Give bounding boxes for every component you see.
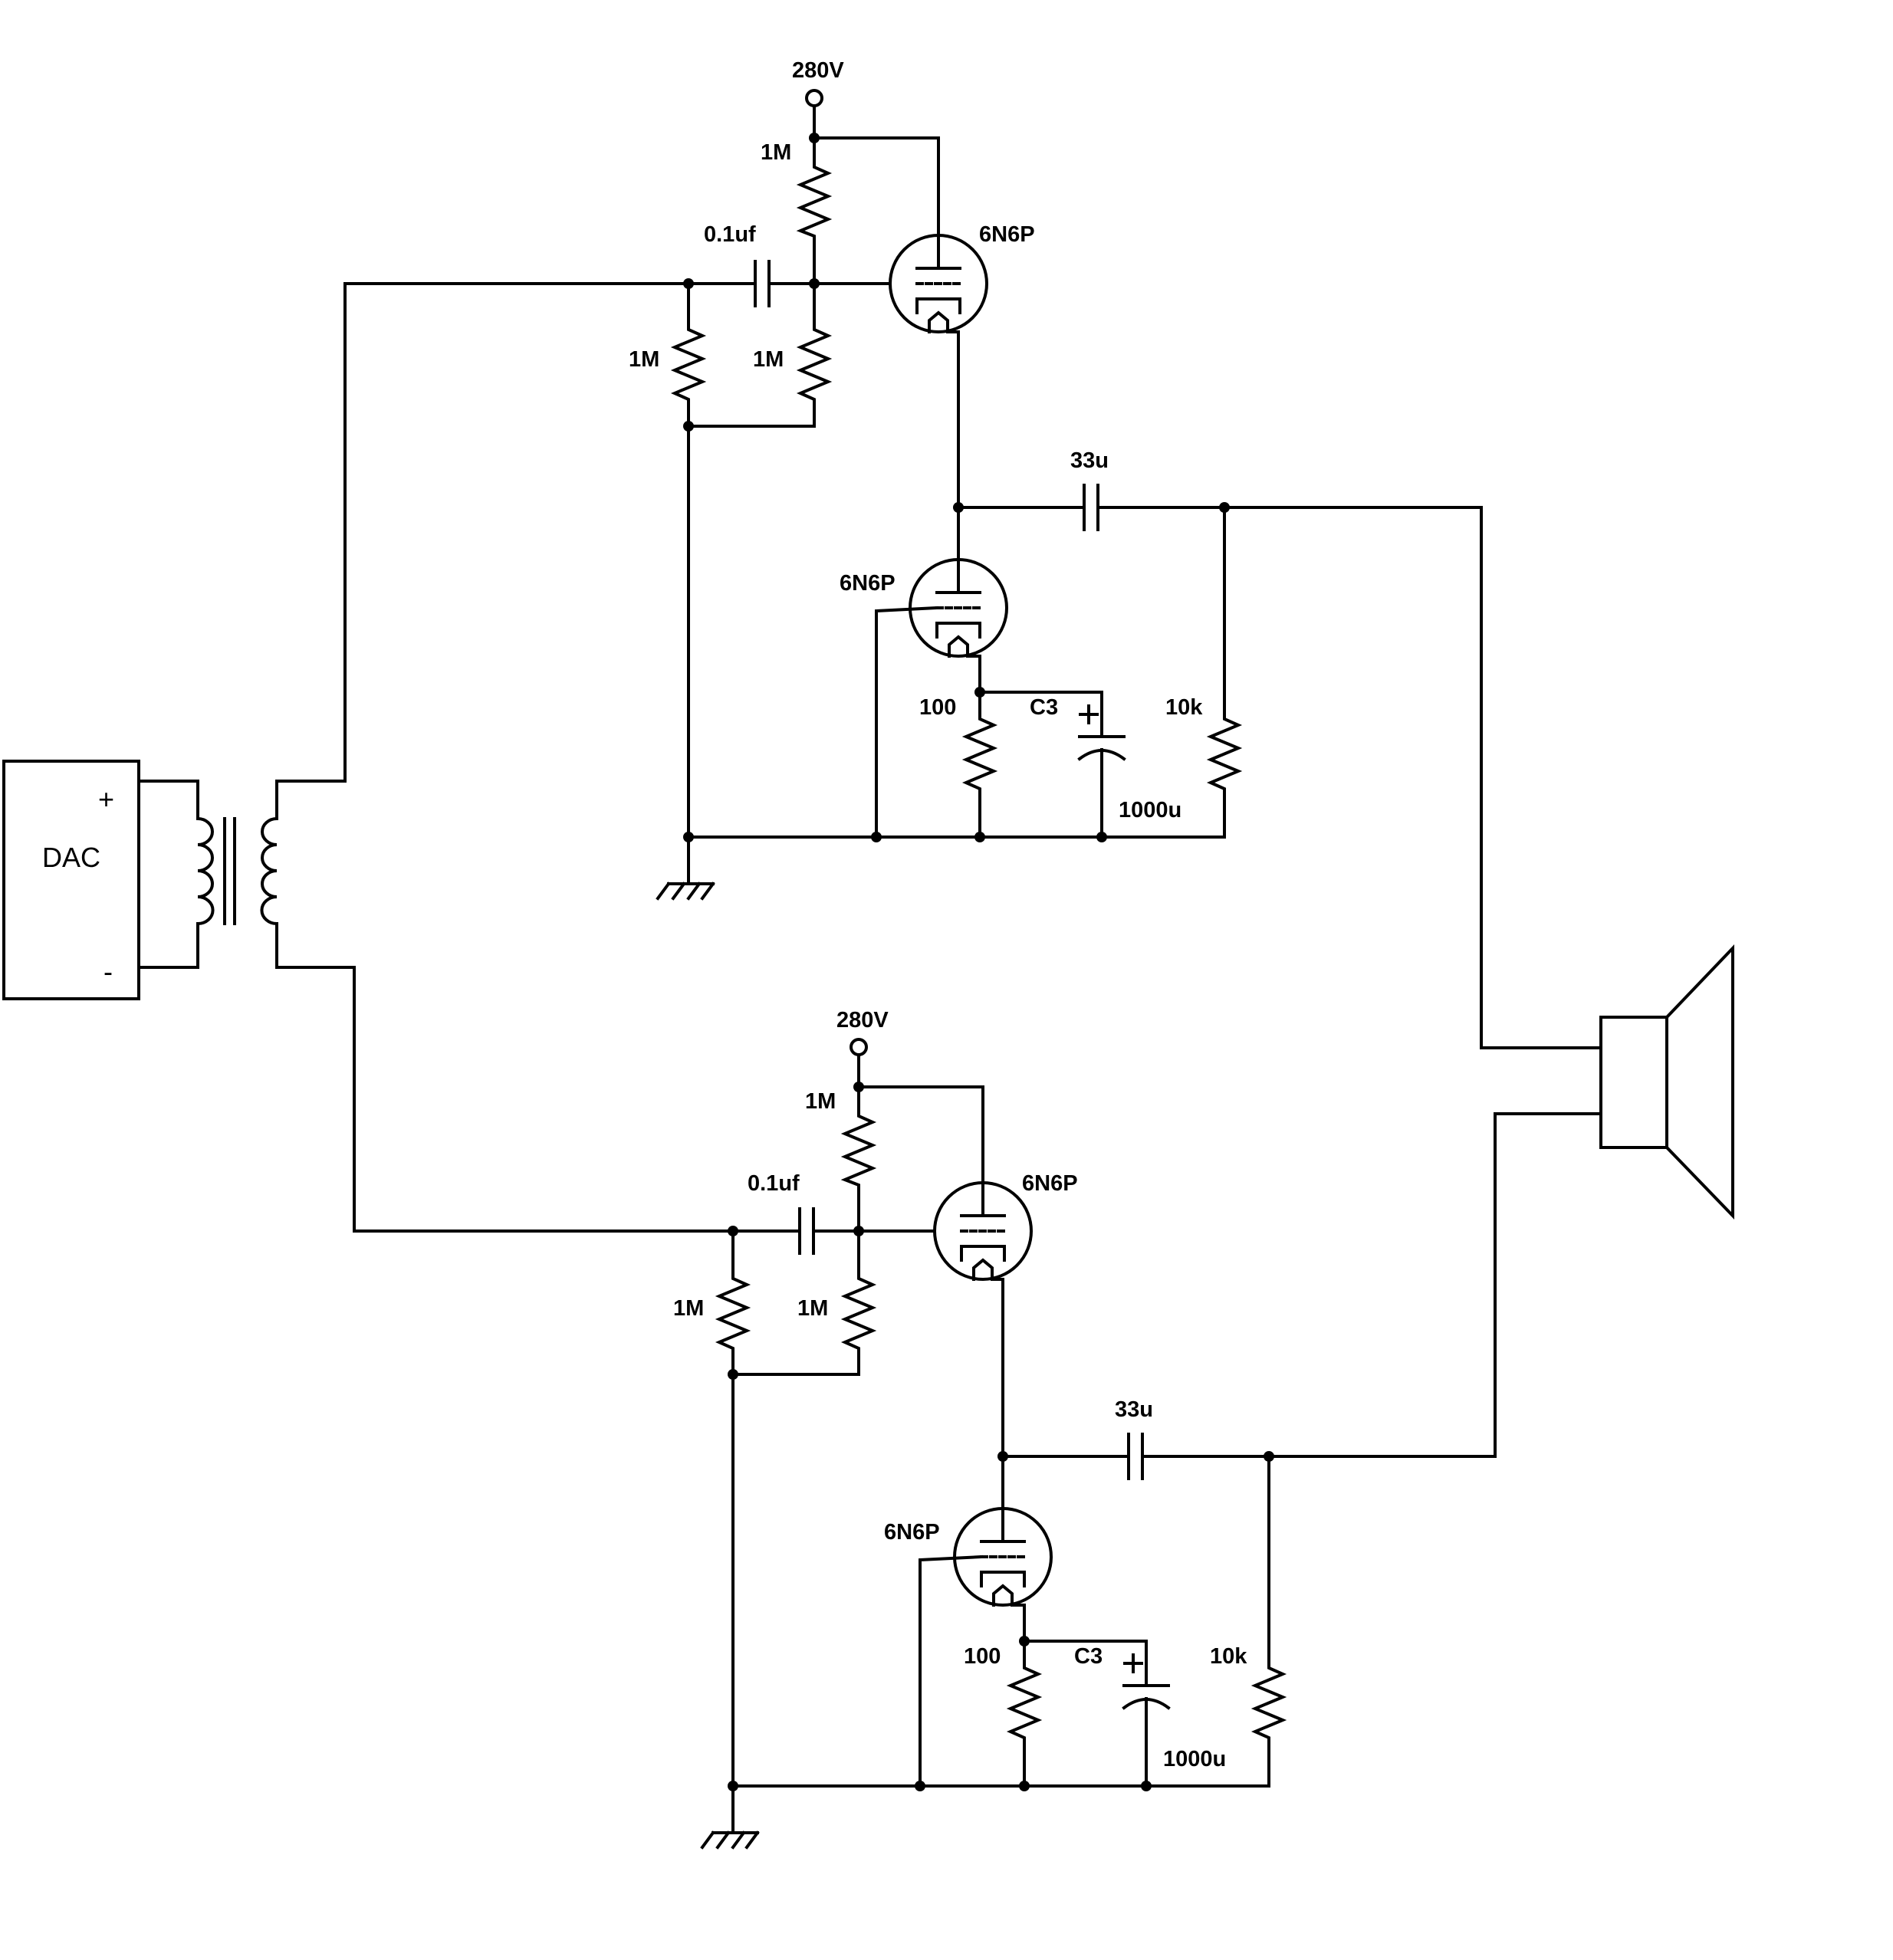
bottom-r-input-label: 1M [673, 1296, 704, 1321]
bottom-c-output-label: 33u [1115, 1397, 1153, 1422]
top-output-wire [1276, 506, 1543, 1049]
dac-block: DAC + - [2, 760, 140, 1000]
top-r-input-resistor [670, 282, 707, 428]
dac-minus-label: - [104, 956, 113, 987]
speaker-icon [1532, 944, 1734, 1220]
top-tube-upper [889, 234, 988, 333]
bottom-r-grid-load-resistor [840, 1085, 877, 1233]
bottom-r-load-resistor [1250, 1455, 1287, 1788]
top-supply-label: 280V [792, 58, 844, 83]
top-c-bypass-name: C3 [1030, 695, 1058, 720]
top-tube-upper-label: 6N6P [979, 222, 1035, 247]
ground-icon [700, 1784, 760, 1850]
bottom-r-cathode-label: 100 [964, 1644, 1001, 1669]
top-c-output-label: 33u [1070, 448, 1109, 473]
dac-plus-label: + [98, 783, 114, 815]
bottom-r-load-label: 10k [1210, 1644, 1247, 1669]
top-c-coupling-capacitor [754, 260, 771, 307]
top-r-cathode-label: 100 [919, 695, 956, 720]
top-r-bias-label: 1M [753, 347, 784, 372]
bottom-supply-terminal [850, 1038, 868, 1056]
bottom-c-coupling-label: 0.1uf [748, 1171, 800, 1196]
bottom-tube-lower-label: 6N6P [884, 1520, 940, 1545]
top-tube-lower-label: 6N6P [840, 571, 896, 596]
top-r-grid-load-label: 1M [761, 140, 791, 165]
top-r-load-resistor [1206, 506, 1243, 839]
bottom-c-output-capacitor [1127, 1433, 1144, 1480]
dac-label: DAC [42, 842, 100, 873]
bottom-c-bypass-name: C3 [1074, 1644, 1103, 1669]
bottom-r-input-resistor [715, 1230, 751, 1376]
top-channel-feed-wire [343, 282, 690, 783]
bottom-tube-upper-label: 6N6P [1022, 1171, 1078, 1196]
top-r-input-label: 1M [629, 347, 659, 372]
top-r-cathode-resistor [961, 691, 998, 839]
bottom-c-coupling-capacitor [798, 1207, 815, 1255]
top-r-load-label: 10k [1165, 695, 1203, 720]
bottom-c-bypass-value: 1000u [1163, 1747, 1226, 1771]
top-supply-terminal [805, 89, 823, 107]
bottom-r-bias-resistor [731, 1230, 877, 1376]
bottom-output-wire [1329, 1112, 1543, 1458]
bottom-tube-upper [933, 1181, 1033, 1281]
transformer-icon [137, 780, 356, 969]
bottom-supply-label: 280V [836, 1008, 889, 1033]
top-r-grid-load-resistor [796, 136, 833, 285]
top-channel: 280V 1M 0.1uf 1M 1M 6N6P [629, 58, 1543, 1049]
top-c-coupling-label: 0.1uf [704, 222, 756, 247]
bottom-r-cathode-resistor [1006, 1640, 1043, 1788]
top-c-output-capacitor [1083, 484, 1099, 531]
ground-icon [656, 836, 715, 901]
top-c-bypass-value: 1000u [1119, 798, 1181, 822]
bottom-r-bias-label: 1M [797, 1296, 828, 1321]
bottom-channel: 280V 1M 0.1uf 1M 1M 6N6P [673, 1008, 1543, 1850]
bottom-r-grid-load-label: 1M [805, 1089, 836, 1114]
top-r-bias-resistor [687, 282, 833, 428]
bottom-channel-feed-wire [353, 966, 735, 1233]
